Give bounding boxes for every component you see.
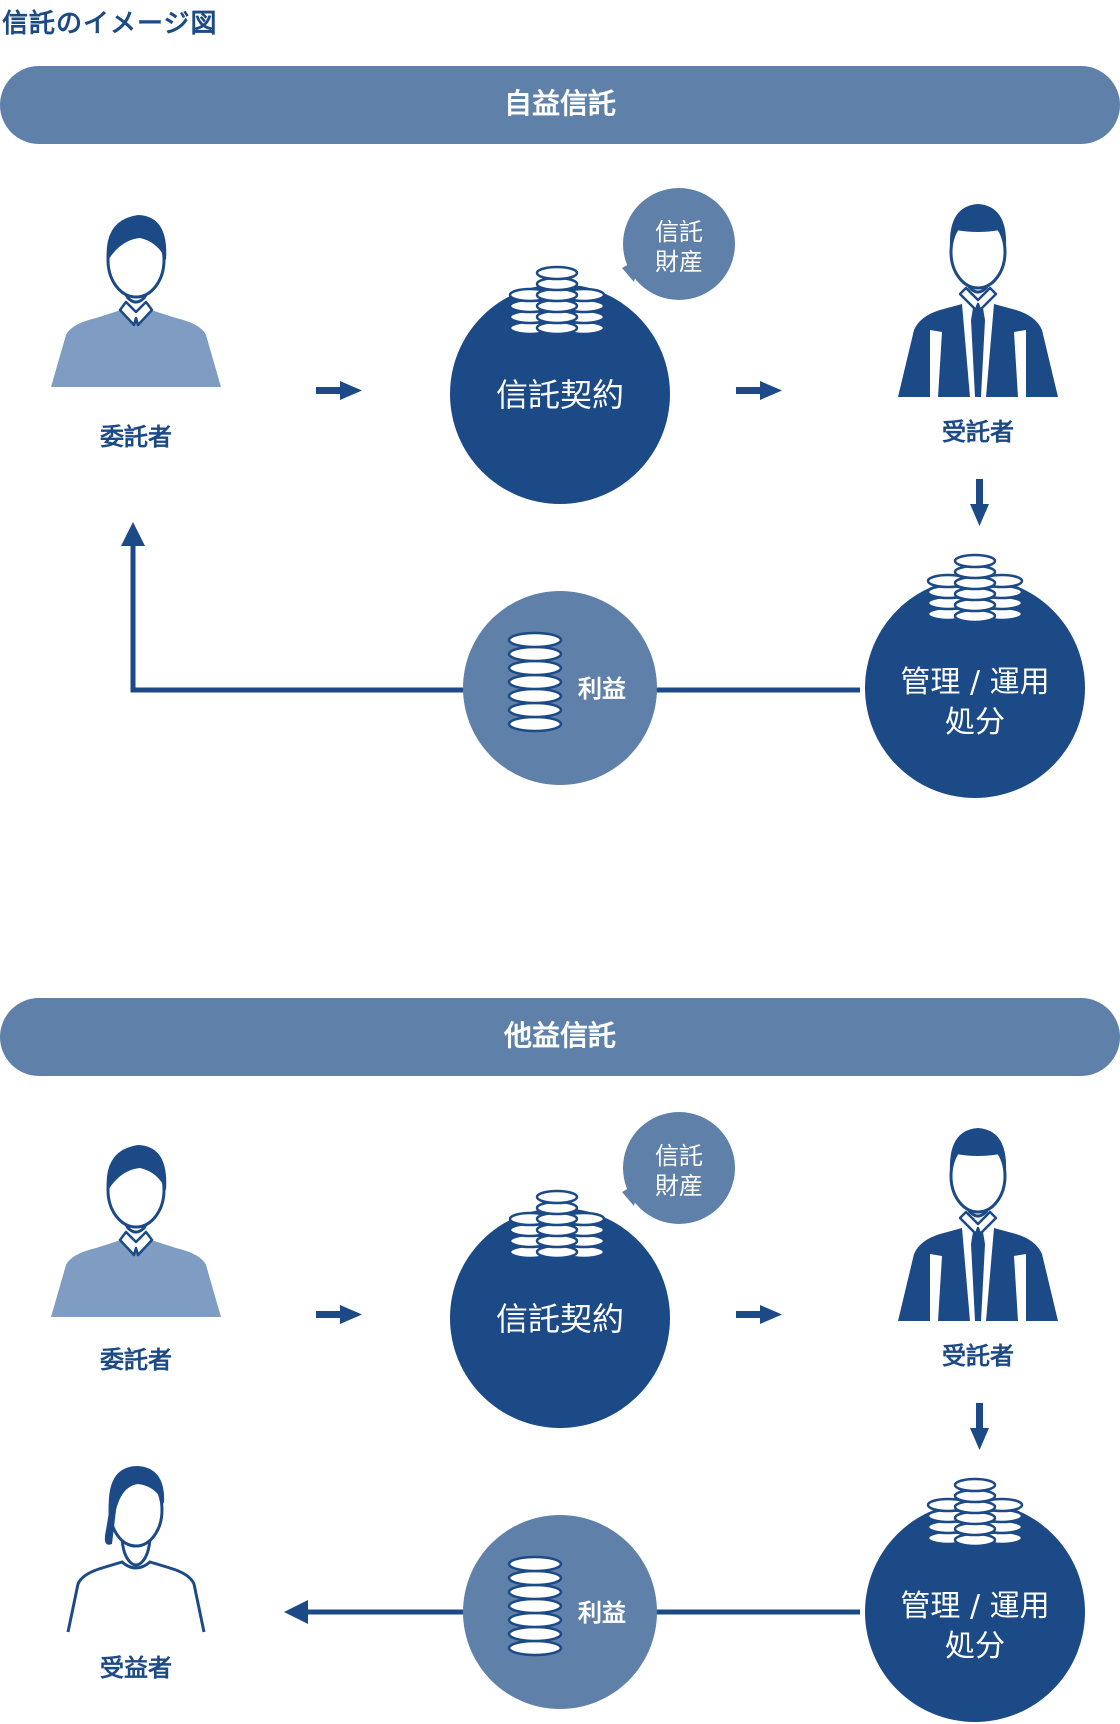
coin-stack-icon [507, 631, 563, 733]
trust-property-bubble: 信託 財産 [622, 188, 735, 300]
trustee-person-icon [898, 1128, 1058, 1321]
trustee-person-icon [898, 204, 1058, 397]
truster-label: 委託者 [99, 423, 172, 451]
management-label-line1: 管理 / 運用 [900, 665, 1049, 700]
arrow-right-icon [316, 1305, 362, 1324]
trust-property-line1: 信託 [655, 218, 703, 246]
management-circle [865, 578, 1085, 798]
profit-label: 利益 [578, 1599, 626, 1627]
trust-contract-label: 信託契約 [496, 1300, 624, 1338]
coin-stack-icon [507, 1555, 563, 1657]
profit-label: 利益 [578, 675, 626, 703]
arrow-up-icon [121, 522, 145, 546]
section-header-bar [0, 66, 1120, 144]
trust-property-line2: 財産 [655, 1172, 703, 1200]
arrow-right-icon [736, 1305, 782, 1324]
trust-contract-circle [450, 284, 670, 504]
coin-stack-icon [926, 1477, 1024, 1548]
arrow-down-icon [970, 1403, 989, 1450]
management-label-line1: 管理 / 運用 [900, 1589, 1049, 1624]
profit-circle [463, 1515, 657, 1709]
coin-stack-icon [508, 265, 606, 336]
trust-contract-label: 信託契約 [496, 376, 624, 414]
arrow-left-icon [284, 1600, 308, 1624]
coin-stack-icon [926, 553, 1024, 624]
trustee-label: 受託者 [942, 418, 1014, 446]
trust-contract-circle [450, 1208, 670, 1428]
coin-stack-icon [508, 1189, 606, 1260]
management-label-line2: 処分 [945, 705, 1005, 740]
section-other-benefit-trust: 他益信託 委託者 [0, 998, 1120, 1722]
trust-property-line1: 信託 [655, 1142, 703, 1170]
trust-property-bubble: 信託 財産 [622, 1112, 735, 1224]
trustee-label: 受託者 [942, 1342, 1014, 1370]
section-self-benefit-trust: 自益信託 委託者 [0, 66, 1120, 798]
section-header-title: 他益信託 [503, 1019, 616, 1052]
section-header-title: 自益信託 [504, 87, 616, 120]
arrow-right-icon [316, 381, 362, 400]
profit-circle [463, 591, 657, 785]
beneficiary-label: 受益者 [100, 1654, 172, 1682]
trust-property-line2: 財産 [655, 248, 703, 276]
truster-person-icon [51, 1145, 221, 1317]
page-title: 信託のイメージ図 [2, 9, 218, 39]
section-header-bar [0, 998, 1120, 1076]
truster-label: 委託者 [99, 1346, 172, 1374]
management-label-line2: 処分 [945, 1629, 1005, 1664]
beneficiary-person-icon [66, 1466, 206, 1633]
management-circle [865, 1502, 1085, 1722]
truster-person-icon [51, 215, 221, 387]
arrow-down-icon [970, 479, 989, 526]
arrow-right-icon [736, 381, 782, 400]
